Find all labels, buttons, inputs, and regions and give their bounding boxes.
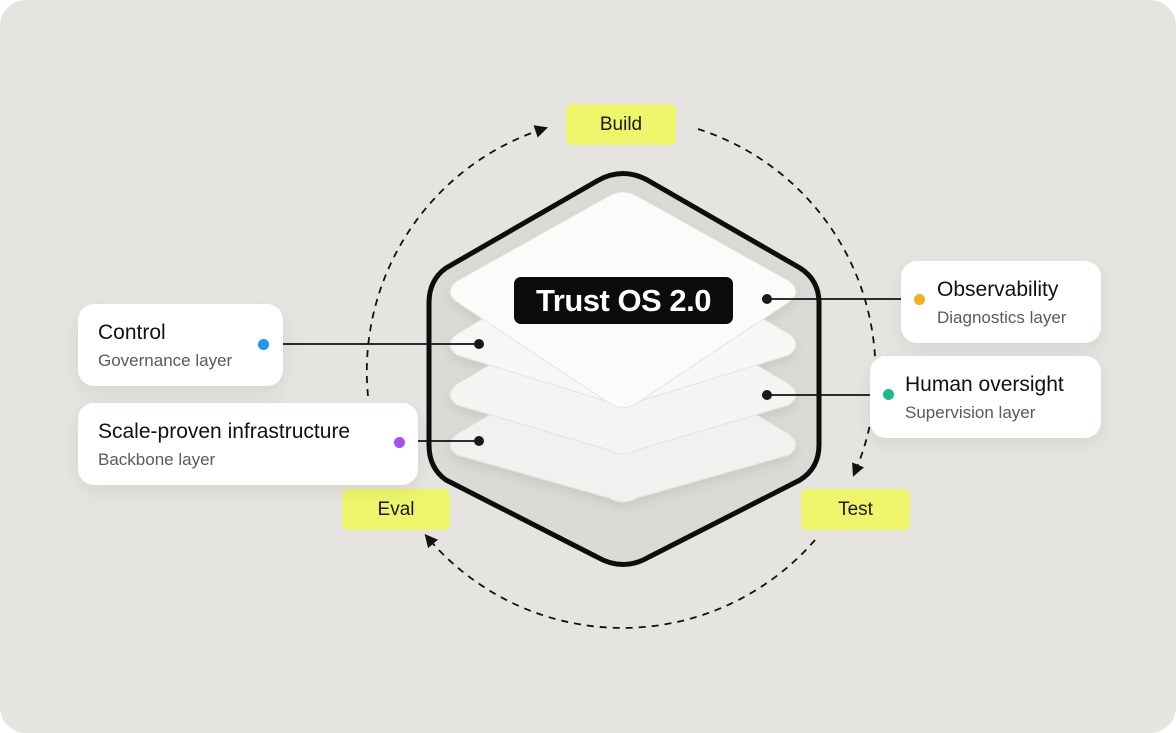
layer-card-subtitle: Backbone layer xyxy=(98,450,216,469)
title-badge: Trust OS 2.0 xyxy=(514,277,733,324)
layer-card-control: Control Governance layer xyxy=(78,304,283,386)
anchor-dot-observability xyxy=(762,294,772,304)
phase-label-eval: Eval xyxy=(342,489,450,530)
layer-card-oversight: Human oversight Supervision layer xyxy=(870,356,1101,438)
status-dot-blue xyxy=(258,339,269,350)
layer-card-subtitle: Supervision layer xyxy=(905,403,1036,422)
layer-card-title: Observability xyxy=(937,278,1059,301)
anchor-dot-infrastructure xyxy=(474,436,484,446)
layer-card-title: Control xyxy=(98,321,166,344)
layer-card-title: Human oversight xyxy=(905,373,1064,396)
layer-card-title: Scale-proven infrastructure xyxy=(98,420,351,443)
anchor-dot-oversight xyxy=(762,390,772,400)
status-dot-yellow xyxy=(914,294,925,305)
layer-card-observability: Observability Diagnostics layer xyxy=(901,261,1101,343)
phase-label-build: Build xyxy=(566,104,676,145)
anchor-dot-control xyxy=(474,339,484,349)
cycle-arrow-eval-to-build xyxy=(365,125,548,397)
layer-card-subtitle: Diagnostics layer xyxy=(937,308,1067,327)
layer-card-subtitle: Governance layer xyxy=(98,351,233,370)
phase-label-test: Test xyxy=(801,489,910,530)
status-dot-green xyxy=(883,389,894,400)
cycle-arrow-build-to-test xyxy=(697,128,877,477)
layer-card-infrastructure: Scale-proven infrastructure Backbone lay… xyxy=(78,403,418,485)
status-dot-purple xyxy=(394,437,405,448)
